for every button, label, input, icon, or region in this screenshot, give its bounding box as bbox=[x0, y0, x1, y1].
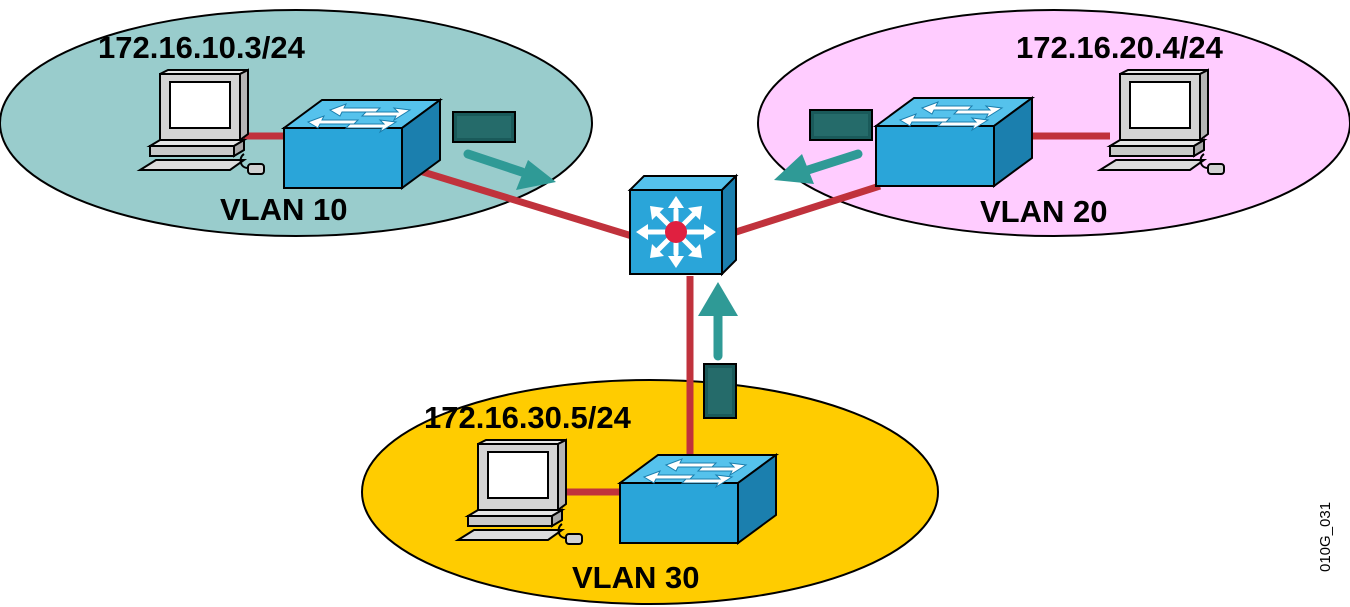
link-switch20-core bbox=[734, 182, 882, 236]
switch-icon bbox=[875, 97, 1033, 187]
multilayer-switch-icon bbox=[627, 173, 739, 277]
vlan10-label: VLAN 10 bbox=[220, 192, 347, 227]
link-switch10-core bbox=[408, 164, 634, 240]
links bbox=[236, 132, 1110, 496]
frame-icon bbox=[809, 109, 873, 141]
figure-id: 010G_031 bbox=[1317, 502, 1334, 572]
frame-icon bbox=[703, 363, 737, 419]
vlan30-host-ip: 172.16.30.5/24 bbox=[424, 400, 632, 435]
vlan20-host-ip: 172.16.20.4/24 bbox=[1016, 30, 1224, 65]
frame-icon bbox=[452, 111, 516, 143]
arrow-icon bbox=[774, 149, 863, 184]
arrow-icon bbox=[698, 282, 738, 361]
switch-icon bbox=[619, 454, 777, 544]
arrow-icon bbox=[463, 149, 556, 190]
vlan10-host-ip: 172.16.10.3/24 bbox=[98, 30, 306, 65]
vlan20-label: VLAN 20 bbox=[980, 194, 1107, 229]
switch-icon bbox=[283, 99, 441, 189]
vlan30-label: VLAN 30 bbox=[572, 560, 699, 595]
